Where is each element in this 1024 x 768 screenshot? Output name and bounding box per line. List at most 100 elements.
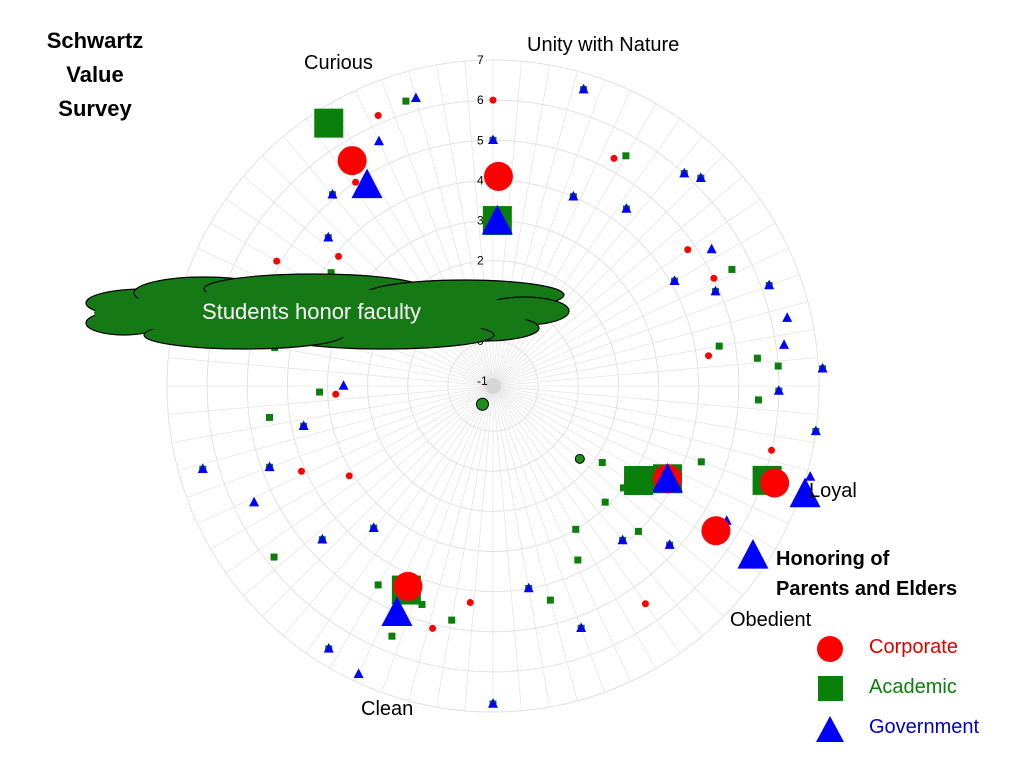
- data-point-government: [323, 643, 334, 653]
- radial-tick-label: 4: [477, 173, 484, 187]
- data-point-government: [327, 188, 338, 199]
- data-point-government: [617, 534, 628, 545]
- grid-spoke: [492, 385, 632, 682]
- data-point-government: [695, 172, 706, 182]
- highlight-point-government: [651, 462, 683, 493]
- callout-cloud: Students honor faculty: [84, 273, 574, 355]
- data-point-government: [323, 231, 334, 242]
- grid-spoke: [197, 385, 494, 525]
- data-point-government: [782, 312, 793, 322]
- data-point-government: [317, 533, 328, 544]
- data-point-academic: [619, 484, 627, 492]
- data-point-government: [764, 279, 775, 290]
- data-point-government: [621, 203, 632, 213]
- data-point-academic: [598, 459, 606, 467]
- data-point-corporate: [273, 257, 281, 265]
- grid-spoke: [329, 385, 494, 669]
- data-point-corporate: [335, 252, 343, 260]
- legend-label-academic: Academic: [869, 676, 957, 698]
- grid-spoke: [210, 385, 494, 550]
- data-point-corporate: [641, 600, 649, 608]
- highlight-point-corporate: [760, 468, 790, 498]
- grid-spoke: [178, 385, 494, 471]
- axis-label-curious: Curious: [304, 52, 373, 74]
- grid-spoke: [168, 357, 494, 387]
- radial-tick-label: 7: [477, 53, 484, 67]
- title-line: Schwartz: [46, 28, 144, 53]
- radial-tick-label: 3: [477, 214, 484, 228]
- grid-spoke: [492, 274, 800, 387]
- honoring-line: Parents and Elders: [776, 578, 958, 600]
- highlight-point-corporate: [337, 146, 367, 176]
- grid-spoke: [492, 118, 681, 387]
- data-point-government: [710, 285, 721, 296]
- triangle-icon: [816, 716, 844, 742]
- data-point-government: [249, 496, 260, 507]
- data-point-academic: [728, 265, 736, 273]
- highlight-point-corporate: [701, 516, 731, 546]
- grid-spoke: [381, 385, 494, 693]
- data-point-corporate: [374, 111, 382, 119]
- grid-spoke: [262, 385, 494, 617]
- data-point-academic: [402, 97, 410, 105]
- data-point-government: [488, 134, 498, 145]
- grid-spoke: [492, 328, 815, 387]
- data-point-academic: [622, 152, 630, 160]
- grid-spoke: [492, 385, 808, 471]
- data-point-government: [817, 362, 828, 373]
- grid-spoke: [492, 385, 522, 711]
- axis-label-clean: Clean: [361, 698, 414, 720]
- data-point-government: [679, 167, 690, 178]
- data-point-corporate: [352, 178, 360, 186]
- highlight-point-corporate: [393, 571, 423, 601]
- data-point-academic: [697, 458, 705, 466]
- radial-tick-label: 2: [477, 254, 484, 268]
- grid-spoke: [408, 385, 494, 701]
- highlight-point-government: [381, 596, 413, 626]
- center-hub: [485, 378, 501, 394]
- data-point-government: [488, 698, 498, 708]
- grid-spoke: [492, 385, 578, 701]
- grid-spoke: [492, 103, 657, 387]
- grid-spoke: [171, 385, 494, 444]
- data-point-government: [264, 461, 275, 472]
- callout-text: Students honor faculty: [202, 299, 421, 324]
- cloud-shape: [85, 273, 570, 350]
- data-point-government: [779, 339, 790, 349]
- data-point-corporate: [705, 352, 713, 360]
- grid-spoke: [492, 301, 808, 387]
- title-line: Survey: [58, 96, 132, 121]
- axis-label-unity-with-nature: Unity with Nature: [527, 34, 680, 56]
- grid-spoke: [492, 385, 605, 693]
- data-point-government: [576, 622, 587, 633]
- data-point-academic: [448, 616, 456, 624]
- data-point-academic: [754, 396, 762, 404]
- data-point-academic: [418, 600, 426, 608]
- grid-spoke: [186, 385, 494, 498]
- data-point-academic: [388, 632, 396, 640]
- data-point-corporate: [610, 154, 618, 162]
- grid-spoke: [305, 385, 494, 654]
- data-point-academic: [753, 354, 761, 362]
- data-point-government: [353, 668, 364, 678]
- data-point-government: [773, 385, 784, 395]
- grid-spoke: [492, 385, 818, 415]
- axis-label-loyal: Loyal: [809, 480, 857, 502]
- center-marker: [574, 453, 585, 464]
- grid-spoke: [492, 176, 743, 387]
- small-data-marks: [197, 83, 828, 708]
- data-point-corporate: [710, 274, 718, 282]
- data-point-corporate: [768, 446, 776, 454]
- data-point-government: [568, 190, 579, 201]
- data-point-government: [706, 243, 717, 254]
- data-point-academic: [327, 269, 335, 277]
- axis-label-honoring-parents: Honoring of Parents and Elders: [776, 544, 957, 604]
- grid-spoke: [262, 155, 494, 387]
- grid-ring: [367, 260, 619, 512]
- data-point-government: [373, 135, 384, 146]
- grid-spoke: [492, 198, 761, 387]
- grid-spoke: [354, 385, 494, 682]
- chart-title: Schwartz Value Survey: [20, 24, 170, 126]
- title-line: Value: [66, 62, 124, 87]
